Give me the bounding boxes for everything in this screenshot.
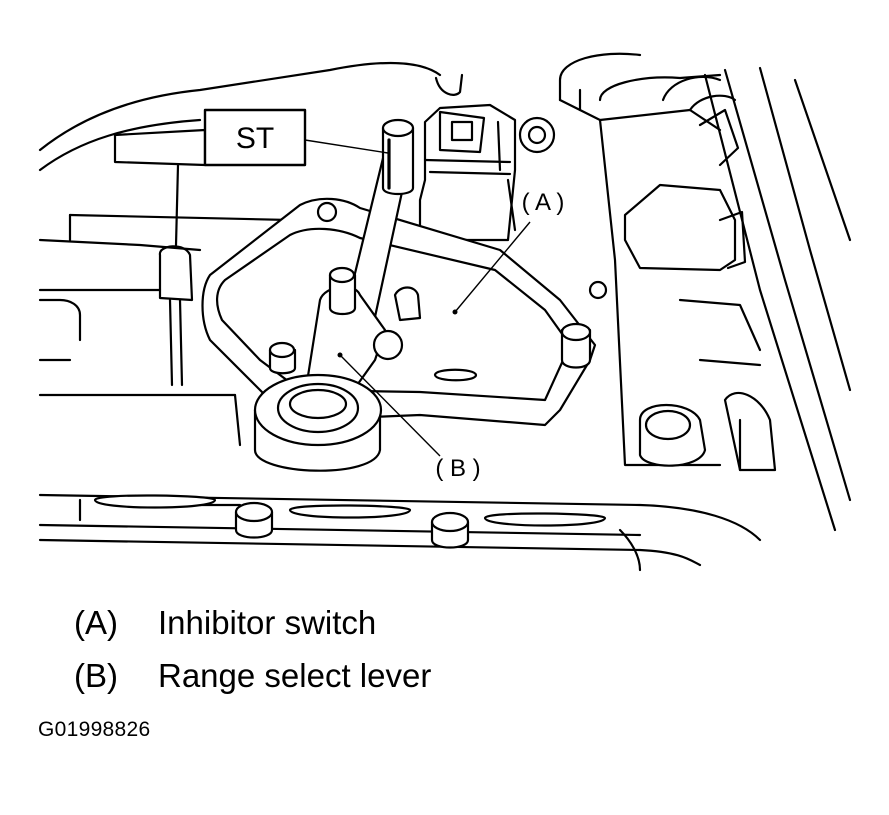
legend-label-b: Range select lever (158, 657, 432, 694)
legend-key-b: (B) (74, 657, 118, 694)
oil-pan-rail (38, 493, 762, 572)
callout-b-label: ( B ) (435, 455, 480, 482)
right-housing (558, 66, 852, 532)
connector (418, 103, 556, 242)
callout-a: ( A ) (452, 185, 575, 315)
st-callout: ST (203, 108, 389, 167)
range-select-lever (303, 118, 415, 397)
figure-code: G01998826 (38, 718, 151, 741)
legend-item-b: (B) Range select lever (74, 659, 431, 692)
inhibitor-switch (201, 197, 608, 427)
callout-a-label: ( A ) (522, 189, 565, 216)
legend-key-a: (A) (74, 604, 118, 641)
shaft-hub (253, 373, 383, 472)
housing-top (38, 52, 737, 362)
legend-label-a: Inhibitor switch (158, 604, 377, 641)
st-label: ST (236, 122, 274, 155)
legend-item-a: (A) Inhibitor switch (74, 606, 376, 639)
transmission-diagram: ST ( A ) ( B ) (38, 52, 852, 572)
callout-b: ( B ) (337, 352, 488, 482)
left-housing (38, 128, 292, 447)
